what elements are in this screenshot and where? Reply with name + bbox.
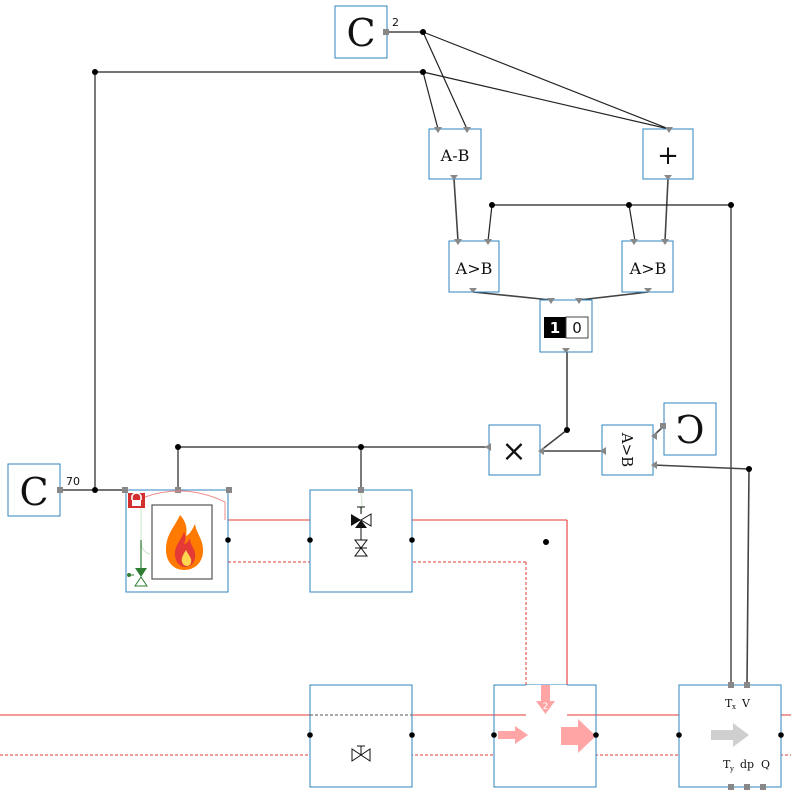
gas-valve-icon [127, 508, 151, 587]
mixer-block[interactable]: 2 [491, 684, 599, 788]
sensor-dp: dp [740, 758, 754, 771]
constant-c-top[interactable]: C 2 [334, 5, 399, 59]
flow-arrow-right-small-icon [498, 726, 528, 744]
burner-block[interactable] [122, 487, 232, 593]
constant-c-right-symbol: C [675, 408, 704, 452]
switch-one-label: 1 [550, 319, 560, 337]
three-way-valve-block[interactable] [307, 487, 415, 593]
sensor-q: Q [761, 758, 770, 771]
subtract-label: A-B [440, 146, 470, 165]
compare-left-label: A>B [455, 259, 493, 278]
sensor-block[interactable]: T x V T y dp Q [676, 682, 784, 790]
three-way-valve-icon [351, 506, 372, 557]
flame-icon [166, 515, 204, 570]
sensor-v: V [741, 697, 751, 710]
valve-icon [351, 745, 371, 762]
compare-rotated-label: A>B [618, 432, 636, 467]
compare-block-right[interactable]: A>B [621, 239, 674, 293]
multiply-block[interactable]: × [485, 424, 544, 476]
add-block[interactable]: + [642, 127, 694, 180]
balancing-valve-block[interactable] [307, 684, 415, 788]
mixer-arrow-label: 2 [543, 702, 549, 712]
signal-wires [60, 31, 750, 686]
subtract-block[interactable]: A-B [428, 127, 482, 180]
constant-c-right[interactable]: C [660, 402, 717, 456]
compare-block-left[interactable]: A>B [448, 239, 500, 293]
add-label: + [657, 141, 679, 171]
constant-c-top-value: 2 [392, 16, 399, 29]
flow-arrow-down-icon: 2 [536, 685, 555, 714]
constant-c-left-value: 70 [66, 475, 80, 488]
switch-block[interactable]: 1 0 [539, 298, 593, 353]
sensor-t-bottom: T [723, 758, 731, 771]
constant-c-left[interactable]: C 70 [7, 463, 80, 517]
compare-block-rotated[interactable]: A>B [600, 424, 657, 476]
compare-right-label: A>B [629, 259, 667, 278]
flow-arrow-right-large-icon [561, 719, 596, 753]
sensor-t-top: T [725, 697, 733, 710]
multiply-label: × [501, 434, 526, 469]
flow-arrow-gray-icon [711, 723, 749, 747]
junction-nodes [92, 29, 752, 545]
constant-c-top-symbol: C [346, 11, 375, 55]
lock-icon [128, 492, 145, 508]
sensor-t-top-sub: x [732, 703, 736, 711]
sensor-t-bottom-sub: y [729, 765, 734, 773]
constant-c-left-symbol: C [19, 470, 48, 514]
switch-zero-label: 0 [572, 319, 582, 337]
